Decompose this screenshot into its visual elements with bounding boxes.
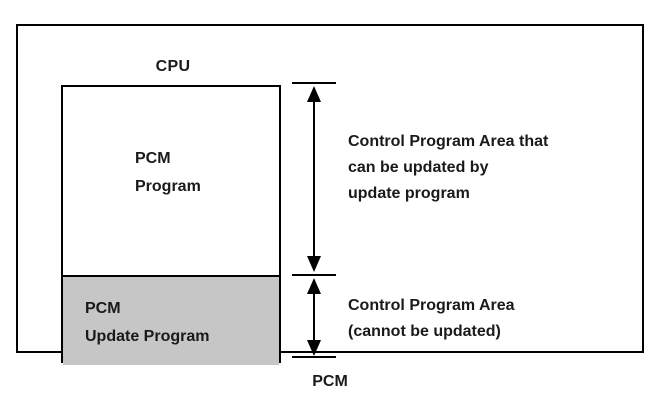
memory-segment-pcm-program: PCM Program [63, 87, 279, 275]
dimension-arrow-updatable-area [292, 82, 336, 272]
annotation-non-updatable-area: Control Program Area (cannot be updated) [348, 297, 515, 340]
memory-segment-label-pcm-program: PCM Program [135, 150, 201, 195]
memory-segment-label-pcm-update-program: PCM Update Program [85, 300, 210, 345]
dimension-arrows-group [292, 82, 336, 358]
memory-segment-pcm-update-program: PCM Update Program [63, 275, 279, 365]
memory-map-box: PCM Program PCM Update Program [61, 85, 281, 365]
annotation-updatable-area: Control Program Area that can be updated… [348, 133, 549, 202]
dimension-arrow-non-updatable-area [292, 278, 336, 358]
cpu-frame: CPU PCM Program PCM Update Program [16, 24, 644, 365]
cpu-label: CPU [155, 58, 191, 75]
figure-caption: PCM [312, 373, 348, 390]
